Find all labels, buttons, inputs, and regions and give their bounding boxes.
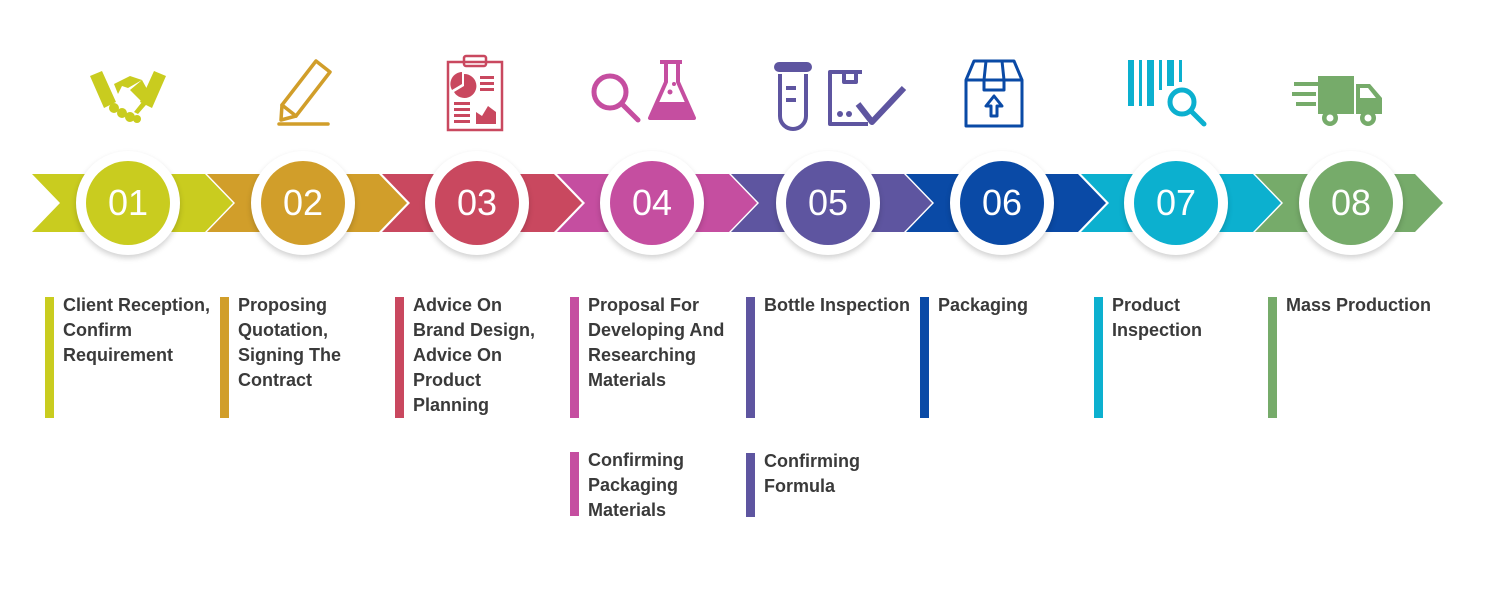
step-02-label: Proposing Quotation, Signing The Contrac… [238,295,341,390]
step-04-label: Proposal For Developing And Researching … [588,295,725,390]
step-number-03: 03 [435,161,519,245]
step-08-label: Mass Production [1286,295,1432,315]
step-circle-07: 07 [1124,151,1228,255]
step-04-secondary-accent-bar [570,452,579,516]
step-06-accent-bar [920,297,929,418]
pencil-icon [277,59,332,126]
step-circle-06: 06 [950,151,1054,255]
step-01-description: Client Reception, Confirm Requirement [45,295,215,418]
step-04-description-secondary: Confirming Packaging Materials [570,450,720,520]
step-07-accent-bar [1094,297,1103,418]
handshake-icon [90,71,166,123]
package-box-icon [964,59,1024,128]
step-05-secondary-accent-bar [746,453,755,517]
step-circle-02: 02 [251,151,355,255]
step-circle-03: 03 [425,151,529,255]
search-flask-icon [591,60,696,123]
step-08-accent-bar [1268,297,1277,418]
step-circle-01: 01 [76,151,180,255]
step-06-description: Packaging [920,295,1070,418]
barcode-search-icon [1128,60,1207,127]
step-number-04: 04 [610,161,694,245]
clipboard-report-icon [446,54,504,132]
step-05-description-secondary: Confirming Formula [746,451,896,517]
step-number-01: 01 [86,161,170,245]
step-number-05: 05 [786,161,870,245]
step-02-description: Proposing Quotation, Signing The Contrac… [220,295,370,418]
step-circle-04: 04 [600,151,704,255]
step-number-06: 06 [960,161,1044,245]
delivery-truck-icon [1292,76,1382,126]
step-05-secondary-label: Confirming Formula [764,451,860,496]
step-06-label: Packaging [938,295,1029,315]
step-05-description: Bottle Inspection [746,295,916,418]
step-07-label: Product Inspection [1112,295,1203,340]
step-03-description: Advice On Brand Design, Advice On Produc… [395,295,565,418]
test-tube-box-check-icon [774,62,907,131]
step-number-07: 07 [1134,161,1218,245]
step-circle-08: 08 [1299,151,1403,255]
step-circle-05: 05 [776,151,880,255]
step-01-label: Client Reception, Confirm Requirement [63,295,211,365]
step-04-description: Proposal For Developing And Researching … [570,295,735,418]
step-number-08: 08 [1309,161,1393,245]
step-07-description: Product Inspection [1094,295,1244,418]
step-05-accent-bar [746,297,755,418]
step-03-accent-bar [395,297,404,418]
step-number-02: 02 [261,161,345,245]
step-02-accent-bar [220,297,229,418]
step-04-secondary-label: Confirming Packaging Materials [588,450,684,520]
step-08-description: Mass Production [1268,295,1443,418]
step-03-label: Advice On Brand Design, Advice On Produc… [413,295,536,415]
step-04-accent-bar [570,297,579,418]
step-01-accent-bar [45,297,54,418]
step-05-label: Bottle Inspection [764,295,911,315]
